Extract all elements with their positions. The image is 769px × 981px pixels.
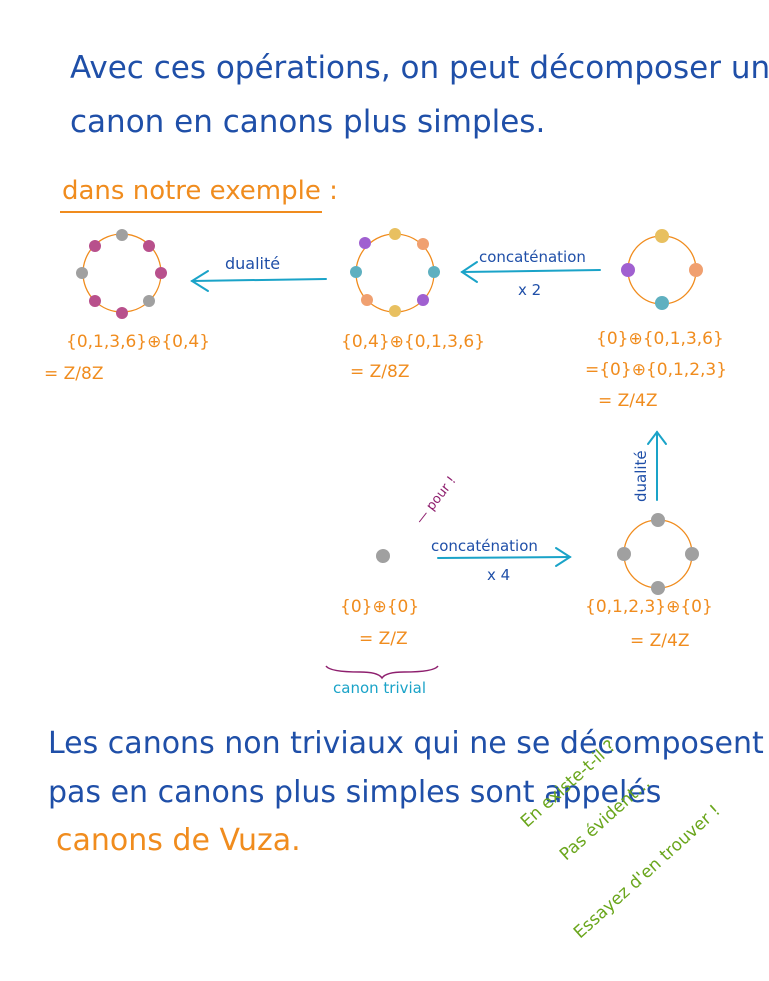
label-concat-top-mult: x 2 bbox=[518, 281, 542, 299]
canon-3-equals: = Z/4Z bbox=[598, 391, 658, 411]
circle-4-point-1 bbox=[685, 547, 699, 561]
circle-1-point-4 bbox=[116, 307, 128, 319]
circle-3-point-3 bbox=[621, 263, 635, 277]
bottom-line-3: canons de Vuza. bbox=[56, 823, 301, 858]
label-dualite-top: dualité bbox=[225, 254, 281, 273]
canon-2-formula: {0,4}⊕{0,1,3,6} bbox=[341, 332, 486, 352]
circle-1-point-1 bbox=[143, 240, 155, 252]
canon-4-formula: {0,1,2,3}⊕{0} bbox=[585, 597, 713, 617]
circle-1-point-5 bbox=[89, 295, 101, 307]
label-concat-top: concaténation bbox=[479, 248, 586, 266]
canon-circle-1 bbox=[76, 229, 167, 319]
circle-1-point-2 bbox=[155, 267, 167, 279]
canon-1-equals: = Z/8Z bbox=[44, 364, 104, 384]
intro-line-1: Avec ces opérations, on peut décomposer … bbox=[70, 50, 769, 86]
canon-2-equals: = Z/8Z bbox=[350, 362, 410, 382]
label-concat-bottom-mult: x 4 bbox=[487, 566, 511, 584]
circle-2-point-4 bbox=[389, 305, 401, 317]
circle-3-point-2 bbox=[655, 296, 669, 310]
canon-3-formula-2: ={0}⊕{0,1,2,3} bbox=[585, 360, 728, 380]
intro-line-2: canon en canons plus simples. bbox=[70, 104, 546, 140]
circle-2-point-1 bbox=[417, 238, 429, 250]
circle-2-point-7 bbox=[359, 237, 371, 249]
circle-2-point-5 bbox=[361, 294, 373, 306]
circle-2-point-2 bbox=[428, 266, 440, 278]
circle-ring-3 bbox=[627, 235, 697, 305]
canon-circle-3 bbox=[621, 229, 703, 310]
bottom-line-1: Les canons non triviaux qui ne se décomp… bbox=[48, 726, 764, 761]
canon-5-formula: {0}⊕{0} bbox=[340, 597, 420, 617]
arrow-dualite-top bbox=[190, 270, 327, 292]
canon-5-equals: = Z/Z bbox=[359, 629, 408, 649]
circle-1-point-0 bbox=[116, 229, 128, 241]
canon-3-formula: {0}⊕{0,1,3,6} bbox=[596, 329, 724, 349]
arrow-concat-top bbox=[460, 261, 601, 283]
arrow-concat-bottom bbox=[437, 547, 572, 567]
example-underline bbox=[60, 211, 322, 213]
circle-4-point-3 bbox=[617, 547, 631, 561]
circle-3-point-1 bbox=[689, 263, 703, 277]
canon-4-equals: = Z/4Z bbox=[630, 631, 690, 651]
circle-ring-4 bbox=[623, 519, 693, 589]
arrow-dualite-vertical bbox=[647, 430, 667, 501]
label-concat-bottom: concaténation bbox=[431, 537, 538, 555]
circle-1-point-3 bbox=[143, 295, 155, 307]
example-label: dans notre exemple : bbox=[62, 176, 338, 206]
circle-4-point-2 bbox=[651, 581, 665, 595]
circle-2-point-3 bbox=[417, 294, 429, 306]
trivial-canon-point bbox=[376, 549, 390, 563]
trivial-canon-label: canon trivial bbox=[333, 679, 427, 697]
circle-3-point-0 bbox=[655, 229, 669, 243]
trivial-brace bbox=[325, 665, 439, 680]
label-dualite-vertical: dualité bbox=[632, 450, 650, 502]
circle-1-point-6 bbox=[76, 267, 88, 279]
bottom-line-2: pas en canons plus simples sont appelés bbox=[48, 775, 662, 810]
canon-1-formula: {0,1,3,6}⊕{0,4} bbox=[66, 332, 211, 352]
circle-2-point-0 bbox=[389, 228, 401, 240]
canon-circle-2 bbox=[350, 228, 440, 317]
circle-1-point-7 bbox=[89, 240, 101, 252]
circle-2-point-6 bbox=[350, 266, 362, 278]
circle-4-point-0 bbox=[651, 513, 665, 527]
canon-circle-4 bbox=[617, 513, 699, 595]
